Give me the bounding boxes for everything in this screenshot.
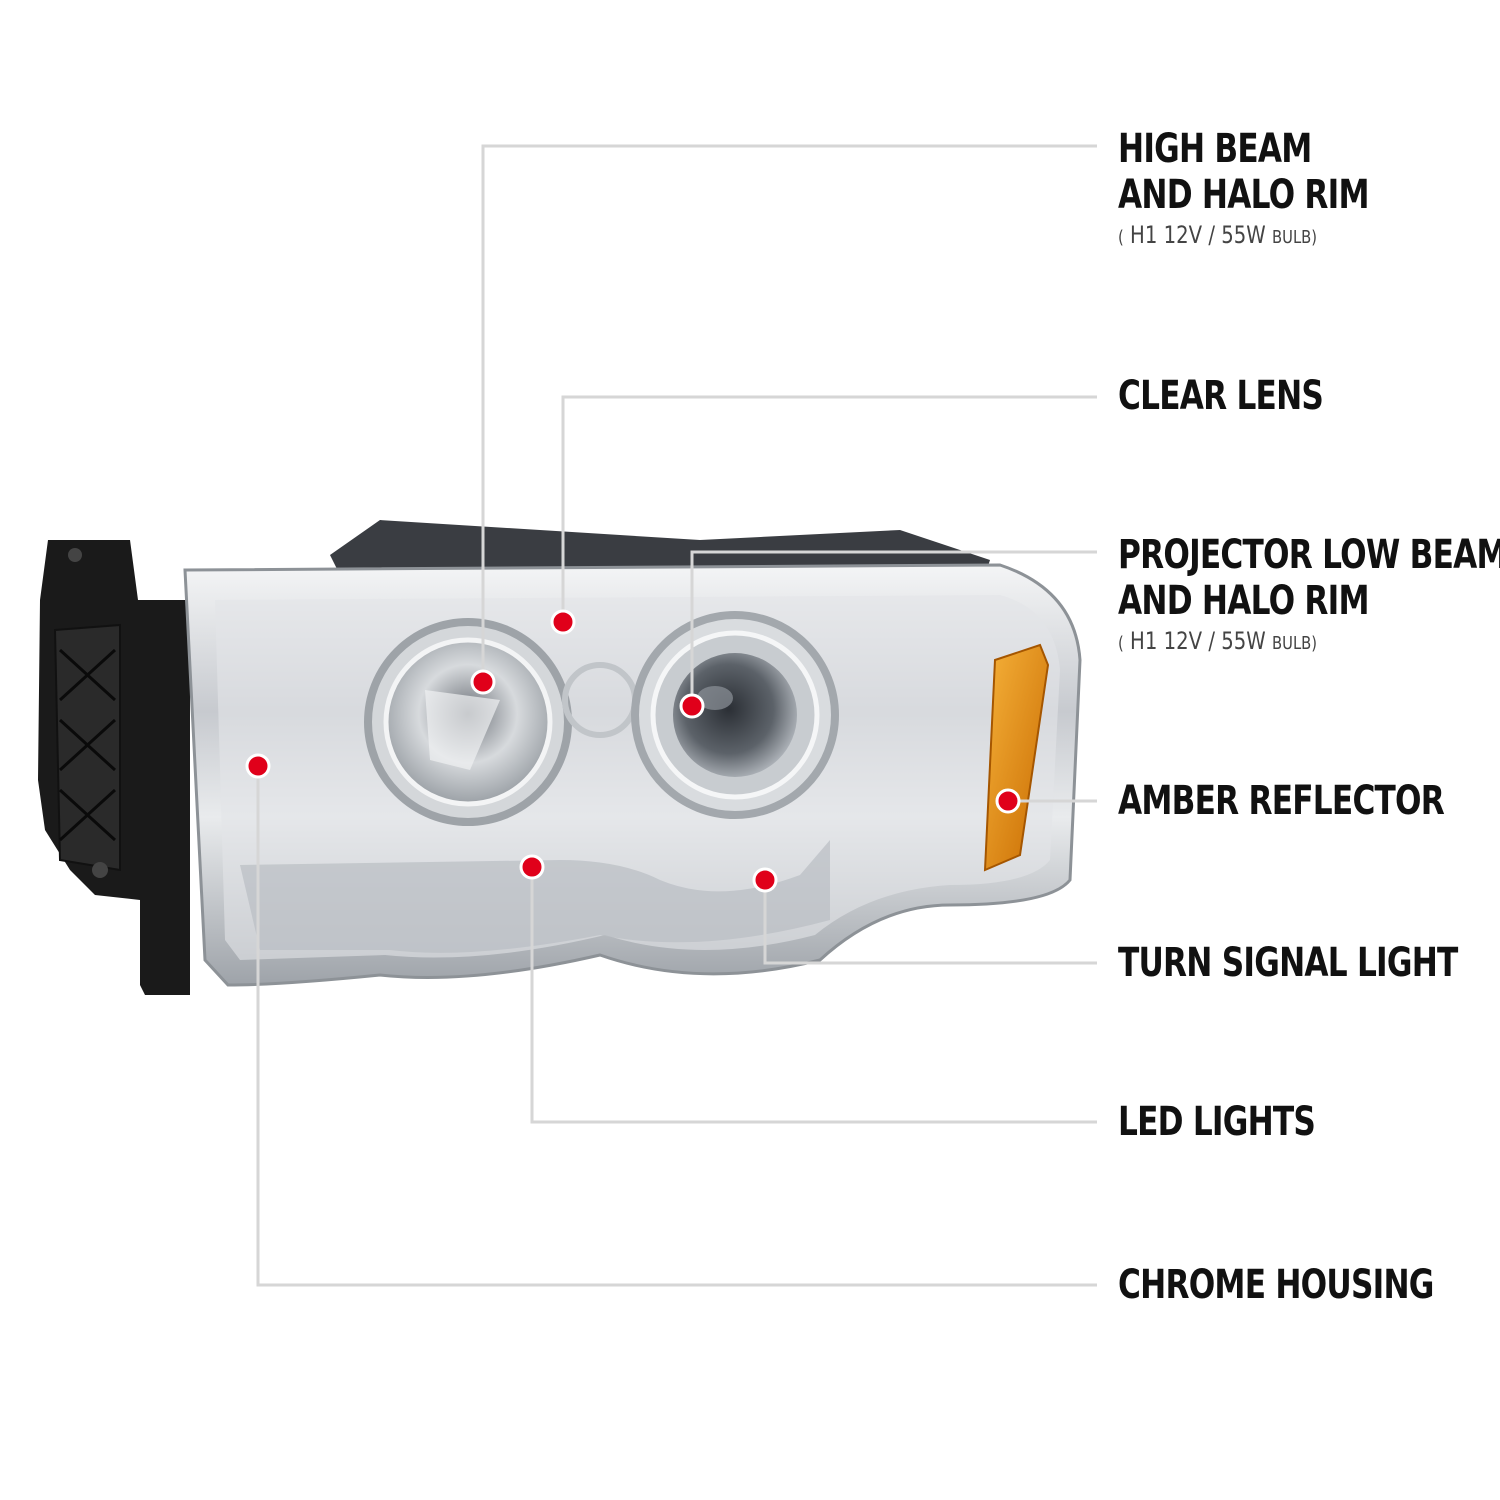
mounting-bracket [38, 540, 190, 995]
callout-title: PROJECTOR LOW BEAM [1118, 532, 1500, 578]
callout-title: AND HALO RIM [1118, 172, 1370, 218]
marker-chrome-housing [245, 753, 271, 779]
marker-clear-lens [550, 609, 576, 635]
callout-title: HIGH BEAM [1118, 126, 1312, 172]
callout-subtitle: ( H1 12V / 55W BULB) [1118, 627, 1318, 655]
callout-subtitle: ( H1 12V / 55W BULB) [1118, 221, 1318, 249]
callout-title: CHROME HOUSING [1118, 1262, 1434, 1308]
amber-reflector-shape [983, 643, 1050, 872]
marker-turn-signal [752, 867, 778, 893]
callout-high-beam: HIGH BEAM AND HALO RIM ( H1 12V / 55W BU… [1118, 126, 1439, 253]
callout-led-lights: LED LIGHTS [1118, 1099, 1371, 1145]
callout-clear-lens: CLEAR LENS [1118, 373, 1381, 419]
chrome-housing-shape [183, 563, 1082, 987]
callout-title: LED LIGHTS [1118, 1099, 1316, 1145]
callout-title: AND HALO RIM [1118, 578, 1370, 624]
marker-projector [679, 693, 705, 719]
marker-high-beam [470, 669, 496, 695]
callout-title: TURN SIGNAL LIGHT [1118, 940, 1458, 986]
leader-lines [256, 144, 1097, 1287]
marker-led [519, 854, 545, 880]
projector-low-beam-lens [631, 611, 839, 819]
callout-title: CLEAR LENS [1118, 373, 1324, 419]
marker-amber [995, 788, 1021, 814]
callout-turn-signal-light: TURN SIGNAL LIGHT [1118, 940, 1500, 986]
callout-markers [245, 609, 1021, 893]
callout-projector-low-beam: PROJECTOR LOW BEAM AND HALO RIM ( H1 12V… [1118, 532, 1500, 659]
callout-title: AMBER REFLECTOR [1118, 778, 1445, 824]
callout-amber-reflector: AMBER REFLECTOR [1118, 778, 1500, 824]
callout-chrome-housing: CHROME HOUSING [1118, 1262, 1500, 1308]
